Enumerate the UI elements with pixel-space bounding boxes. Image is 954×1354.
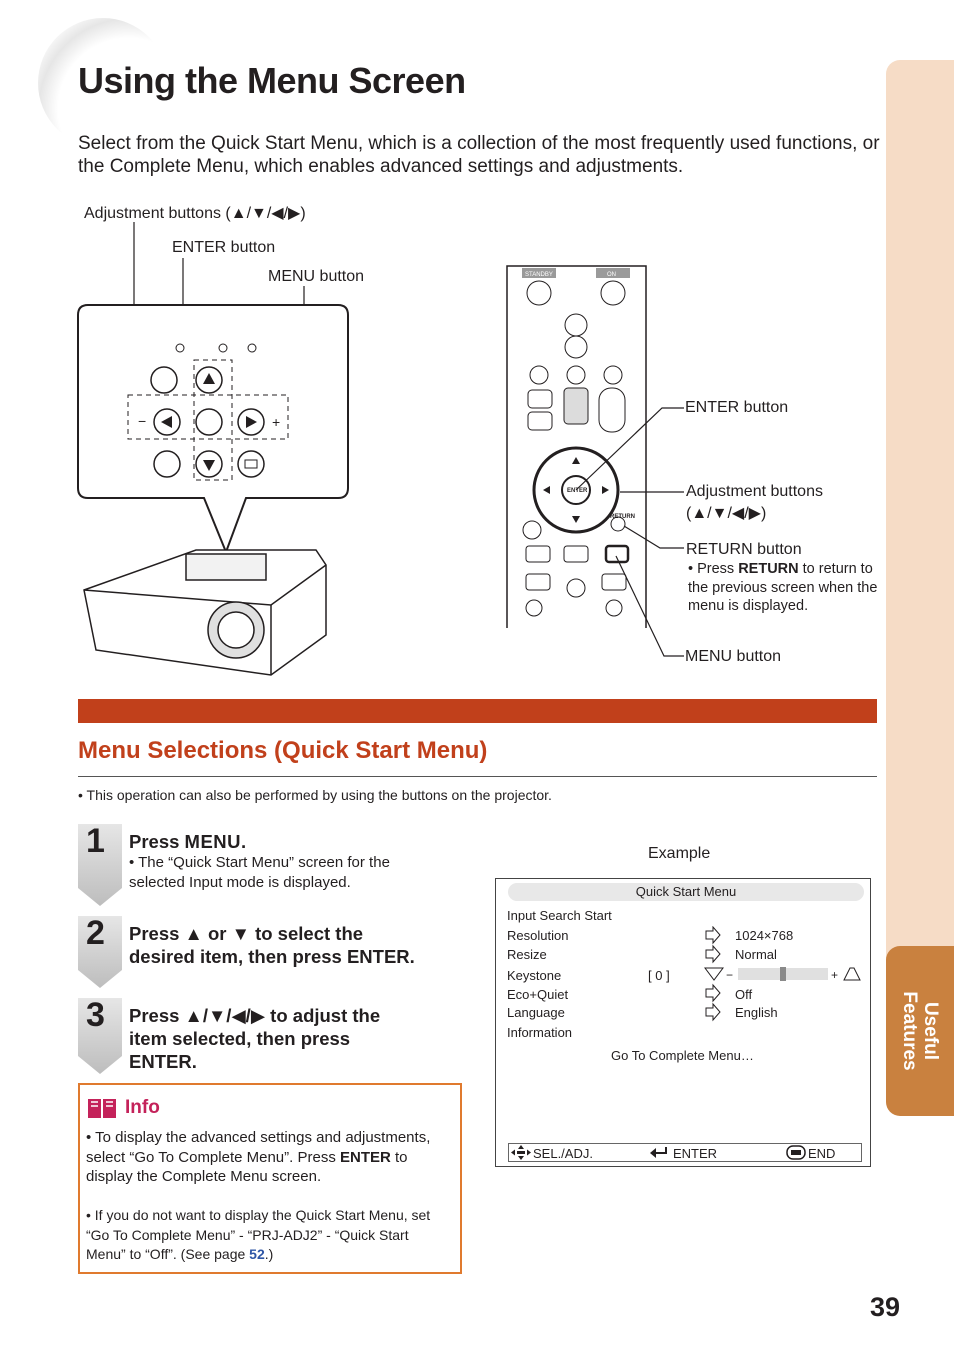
- step-2-line2: desired item, then press ENTER.: [129, 945, 415, 968]
- page-number: 39: [870, 1292, 901, 1322]
- label-adjustment-buttons: Adjustment buttons (▲/▼/◀/▶): [84, 205, 306, 222]
- side-tab-label-wrap: Useful Features: [890, 946, 950, 1116]
- footer-end: END: [808, 1146, 836, 1161]
- remote-return-note-post: to return to the previous screen when th…: [688, 561, 878, 614]
- menu-row-information[interactable]: Information: [507, 1025, 573, 1040]
- svg-text:−: −: [138, 413, 146, 429]
- menu-header: Quick Start Menu: [508, 883, 864, 901]
- remote-label-adjustment-1: Adjustment buttons: [686, 483, 823, 500]
- remote-callout-lines: [575, 407, 684, 657]
- menu-row-language[interactable]: Language: [507, 1005, 565, 1020]
- menu-arrow-icons: [705, 926, 721, 1022]
- side-tab-background: [886, 60, 954, 1115]
- quick-start-menu-example: [495, 878, 871, 1167]
- book-icon: [88, 1099, 116, 1118]
- menu-row-resize[interactable]: Resize: [507, 947, 547, 962]
- step-1-title: Press MENU.: [129, 830, 246, 853]
- info-bullet-1-pre: • To display the advanced settings and a…: [86, 1129, 431, 1166]
- remote-standby-key: STANDBY: [525, 272, 553, 278]
- menu-key-icon: [786, 1145, 806, 1160]
- remote-return-note: • Press RETURN to return to the previous…: [688, 560, 880, 616]
- step-3-line3: ENTER.: [129, 1050, 197, 1073]
- remote-label-menu: MENU button: [685, 648, 782, 665]
- remote-label-enter: ENTER button: [685, 399, 789, 416]
- section-note: • This operation can also be performed b…: [78, 787, 552, 803]
- step-1-title-pre: Press: [129, 831, 185, 852]
- menu-value-language: English: [735, 1005, 778, 1020]
- keystone-narrow-top-icon: [704, 967, 724, 981]
- decorative-arc: [38, 18, 168, 148]
- info-title: Info: [125, 1097, 160, 1118]
- arrow-right-icon: [705, 944, 721, 964]
- step-2-line2-post: .: [409, 946, 415, 967]
- label-enter-button: ENTER button: [172, 239, 276, 256]
- step-2-line2-bold: ENTER: [346, 946, 410, 967]
- step-number-2: 2: [86, 914, 105, 952]
- info-page-link[interactable]: 52: [249, 1246, 265, 1262]
- remote-return-note-bold: RETURN: [738, 561, 799, 577]
- step-3-line1: Press ▲/▼/◀/▶ to adjust the: [129, 1005, 381, 1026]
- step-1-sub: • The “Quick Start Menu” screen for the …: [129, 854, 390, 891]
- enter-icon: [650, 1147, 667, 1158]
- info-bullet-1-post: to display the Complete Menu screen.: [86, 1148, 408, 1186]
- step-1-title-bold: MENU: [184, 831, 242, 852]
- section-banner: [78, 699, 877, 723]
- side-tab-useful-features[interactable]: [886, 946, 954, 1116]
- menu-go-to-complete[interactable]: Go To Complete Menu…: [611, 1048, 754, 1063]
- info-bullet-2-pre: • If you do not want to display the Quic…: [86, 1207, 431, 1262]
- example-label: Example: [648, 845, 711, 862]
- step-2-line1: Press ▲ or ▼ to select the: [129, 923, 364, 944]
- step-badge-2: [78, 916, 122, 988]
- info-bullet-2: • If you do not want to display the Quic…: [86, 1206, 446, 1265]
- arrow-right-icon: [705, 1002, 721, 1022]
- svg-text:+: +: [272, 414, 280, 430]
- keystone-narrow-bottom-icon: [843, 967, 861, 981]
- remote-return-key: RETURN: [610, 514, 635, 520]
- step-badges: [78, 824, 122, 1074]
- info-box: [78, 1083, 462, 1274]
- step-1-title-post: .: [241, 831, 247, 852]
- step-3-line3-bold: ENTER: [129, 1051, 192, 1072]
- side-tab-label: Useful Features: [899, 991, 941, 1071]
- menu-row-input-search[interactable]: Input Search Start: [507, 908, 612, 923]
- section-title: Menu Selections (Quick Start Menu): [78, 737, 488, 764]
- menu-row-resolution[interactable]: Resolution: [507, 928, 569, 943]
- keystone-slider[interactable]: − +: [704, 965, 864, 985]
- page-title: Using the Menu Screen: [78, 60, 466, 101]
- menu-footer: [508, 1143, 862, 1162]
- arrow-right-icon: [705, 926, 721, 945]
- info-bullet-1-bold: ENTER: [340, 1148, 391, 1166]
- info-bullet-1: • To display the advanced settings and a…: [86, 1128, 446, 1187]
- menu-row-eco-quiet[interactable]: Eco+Quiet: [507, 987, 569, 1002]
- step-badge-1: [78, 824, 122, 906]
- remote-label-return: RETURN button: [686, 541, 802, 558]
- section-rule: [78, 776, 877, 777]
- menu-value-resize: Normal: [735, 947, 777, 962]
- step-3-line3-post: .: [191, 1051, 197, 1072]
- step-3-line2: item selected, then press: [129, 1028, 351, 1049]
- four-way-arrow-icon: [511, 1145, 531, 1160]
- footer-enter: ENTER: [673, 1146, 718, 1161]
- menu-value-keystone: [ 0 ]: [648, 968, 670, 983]
- remote-enter-key: ENTER: [567, 488, 588, 494]
- keystone-thumb: [780, 967, 786, 981]
- menu-row-keystone[interactable]: Keystone: [507, 968, 562, 983]
- menu-value-eco-quiet: Off: [735, 987, 753, 1002]
- remote-on-key: ON: [607, 272, 616, 278]
- keystone-minus: −: [726, 968, 733, 982]
- step-number-1: 1: [86, 822, 105, 860]
- intro-text: Select from the Quick Start Menu, which …: [78, 133, 880, 177]
- label-menu-button: MENU button: [268, 268, 365, 285]
- step-badge-3: [78, 998, 122, 1074]
- projector-diagram: − +: [77, 222, 349, 676]
- remote-label-adjustment-2: (▲/▼/◀/▶): [686, 505, 767, 522]
- info-bullet-2-post: .): [264, 1246, 274, 1262]
- arrow-right-icon: [705, 983, 721, 1003]
- menu-value-resolution: 1024×768: [735, 928, 794, 943]
- step-number-3: 3: [86, 996, 105, 1034]
- footer-sel-adj: SEL./ADJ.: [533, 1146, 593, 1161]
- step-2-line2-pre: desired item, then press: [129, 946, 347, 967]
- remote-return-note-pre: • Press: [688, 561, 739, 577]
- keystone-plus: +: [831, 968, 838, 982]
